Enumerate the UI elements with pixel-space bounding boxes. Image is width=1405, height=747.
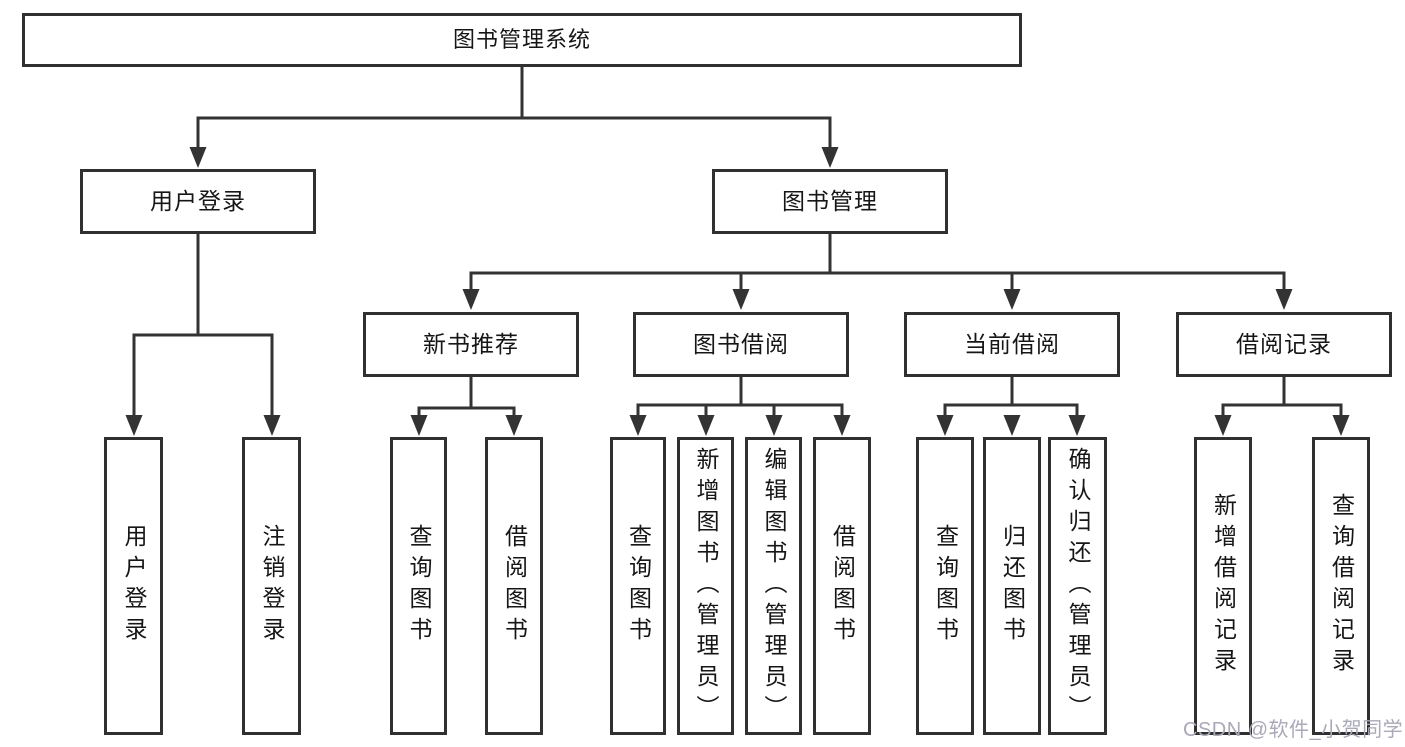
leaf-query-borrow-record: 查询借阅记录 (1312, 437, 1370, 735)
leaf-return-book: 归还图书 (983, 437, 1041, 735)
leaf-logout: 注销登录 (242, 437, 301, 735)
leaf-user-login: 用户登录 (104, 437, 163, 735)
leaf-newrec-borrow-book: 借阅图书 (485, 437, 543, 735)
leaf-current-query-book: 查询图书 (916, 437, 974, 735)
leaf-add-book-admin: 新增图书（管理员） (677, 437, 734, 735)
node-borrow-records: 借阅记录 (1176, 312, 1392, 377)
leaf-edit-book-admin: 编辑图书（管理员） (745, 437, 802, 735)
node-library-management-system: 图书管理系统 (22, 13, 1022, 67)
csdn-watermark: CSDN @软件_小贺同学 (1183, 719, 1404, 741)
leaf-borrow-query-book: 查询图书 (610, 437, 666, 735)
node-user-login: 用户登录 (80, 169, 316, 234)
leaf-newrec-query-book: 查询图书 (390, 437, 447, 735)
node-book-borrow: 图书借阅 (633, 312, 849, 377)
node-new-book-recommend: 新书推荐 (363, 312, 579, 377)
leaf-borrow-borrow-book: 借阅图书 (813, 437, 871, 735)
leaf-confirm-return-admin: 确认归还（管理员） (1048, 437, 1107, 735)
node-book-management: 图书管理 (712, 169, 948, 234)
leaf-add-borrow-record: 新增借阅记录 (1194, 437, 1252, 735)
node-current-borrow: 当前借阅 (904, 312, 1120, 377)
